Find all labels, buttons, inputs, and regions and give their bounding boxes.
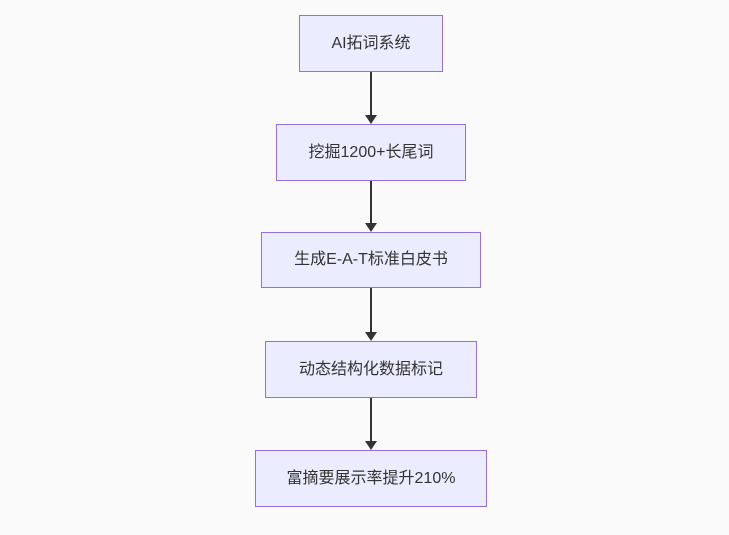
flow-node-longtail-mining: 挖掘1200+长尾词 xyxy=(276,124,466,181)
flow-node-label: 生成E-A-T标准白皮书 xyxy=(294,251,448,269)
arrow-line xyxy=(370,288,372,332)
flow-node-label: 动态结构化数据标记 xyxy=(298,360,443,378)
arrow-head-icon xyxy=(365,223,377,232)
arrow-head-icon xyxy=(365,332,377,341)
flow-node-eat-whitepaper: 生成E-A-T标准白皮书 xyxy=(261,232,481,288)
flow-node-label: 富摘要展示率提升210% xyxy=(286,469,456,487)
flow-node-label: 挖掘1200+长尾词 xyxy=(308,143,434,161)
flow-node-ai-word-system: AI拓词系统 xyxy=(299,15,443,72)
flow-node-structured-data: 动态结构化数据标记 xyxy=(265,341,477,398)
flow-arrow-3 xyxy=(365,288,377,341)
flow-node-rich-snippet-result: 富摘要展示率提升210% xyxy=(255,450,487,507)
arrow-line xyxy=(370,181,372,223)
arrow-line xyxy=(370,72,372,115)
flow-arrow-4 xyxy=(365,398,377,450)
flow-arrow-1 xyxy=(365,72,377,124)
arrow-head-icon xyxy=(365,115,377,124)
arrow-head-icon xyxy=(365,441,377,450)
flow-arrow-2 xyxy=(365,181,377,232)
flow-node-label: AI拓词系统 xyxy=(331,34,411,52)
arrow-line xyxy=(370,398,372,441)
